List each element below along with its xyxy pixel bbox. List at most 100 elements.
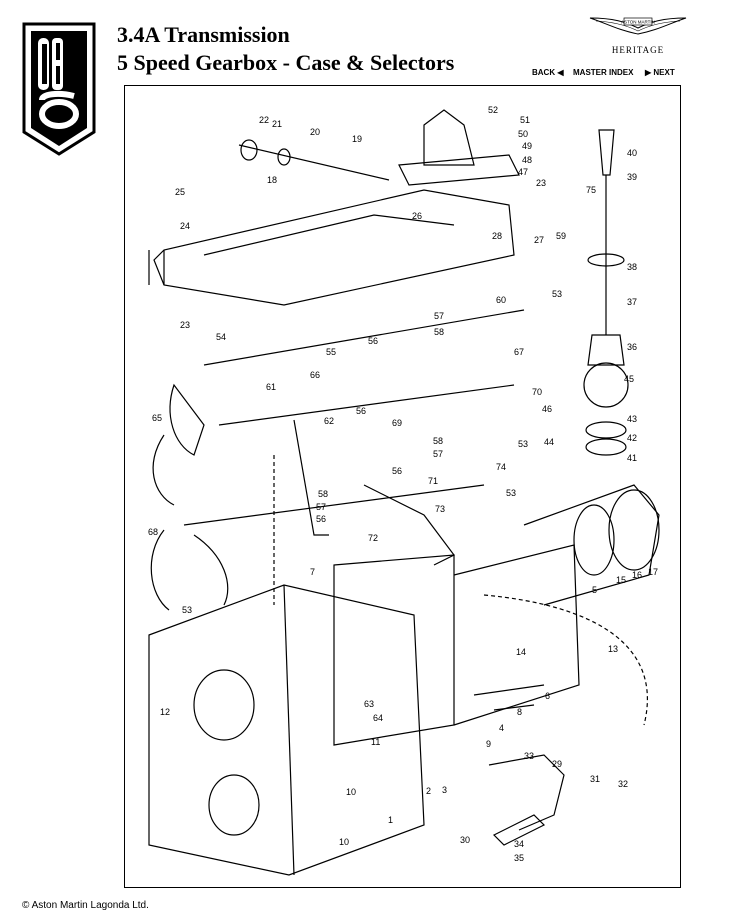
part-number-label: 2 <box>426 786 431 796</box>
brand-heritage: HERITAGE <box>611 45 665 55</box>
part-number-label: 63 <box>364 699 374 709</box>
nav-back-link[interactable]: BACK ◀ <box>532 68 564 77</box>
part-number-label: 16 <box>632 570 642 580</box>
triangle-left-icon: ◀ <box>557 68 564 77</box>
copyright-notice: © Aston Martin Lagonda Ltd. <box>22 900 149 911</box>
part-number-label: 38 <box>627 262 637 272</box>
part-number-label: 57 <box>434 311 444 321</box>
part-number-label: 7 <box>310 567 315 577</box>
part-number-label: 51 <box>520 115 530 125</box>
nav-next-link[interactable]: ▶ NEXT <box>645 68 675 77</box>
part-number-label: 36 <box>627 342 637 352</box>
part-number-label: 72 <box>368 533 378 543</box>
part-number-label: 47 <box>518 167 528 177</box>
part-number-label: 58 <box>433 436 443 446</box>
part-number-label: 42 <box>627 433 637 443</box>
part-number-label: 19 <box>352 134 362 144</box>
part-number-label: 8 <box>517 707 522 717</box>
part-number-label: 56 <box>356 406 366 416</box>
part-number-label: 31 <box>590 774 600 784</box>
part-number-label: 49 <box>522 141 532 151</box>
part-number-label: 53 <box>506 488 516 498</box>
part-number-label: 26 <box>412 211 422 221</box>
part-number-label: 65 <box>152 413 162 423</box>
part-number-label: 54 <box>216 332 226 342</box>
part-number-label: 17 <box>648 567 658 577</box>
part-number-label: 12 <box>160 707 170 717</box>
part-number-label: 40 <box>627 148 637 158</box>
part-number-label: 25 <box>175 187 185 197</box>
part-number-label: 28 <box>492 231 502 241</box>
triangle-right-icon: ▶ <box>645 68 652 77</box>
nav-master-index-link[interactable]: MASTER INDEX <box>573 68 634 77</box>
part-number-label: 56 <box>392 466 402 476</box>
part-number-label: 45 <box>624 374 634 384</box>
part-number-label: 6 <box>545 691 550 701</box>
part-number-label: 58 <box>318 489 328 499</box>
part-number-label: 70 <box>532 387 542 397</box>
part-number-label: 61 <box>266 382 276 392</box>
part-number-label: 35 <box>514 853 524 863</box>
part-number-label: 53 <box>518 439 528 449</box>
part-number-label: 64 <box>373 713 383 723</box>
part-number-label: 53 <box>182 605 192 615</box>
part-number-label: 57 <box>316 502 326 512</box>
part-number-label: 32 <box>618 779 628 789</box>
part-number-label: 56 <box>316 514 326 524</box>
page-subtitle: 5 Speed Gearbox - Case & Selectors <box>117 50 455 75</box>
part-number-label: 73 <box>435 504 445 514</box>
part-number-label: 69 <box>392 418 402 428</box>
part-number-label: 75 <box>586 185 596 195</box>
part-number-label: 23 <box>180 320 190 330</box>
part-number-label: 14 <box>516 647 526 657</box>
part-number-label: 41 <box>627 453 637 463</box>
part-number-label: 53 <box>552 289 562 299</box>
part-number-label: 10 <box>339 837 349 847</box>
part-number-label: 55 <box>326 347 336 357</box>
part-number-label: 20 <box>310 127 320 137</box>
part-number-label: 4 <box>499 723 504 733</box>
part-number-label: 21 <box>272 119 282 129</box>
aston-martin-wings-logo: ASTON MARTIN <box>589 17 687 35</box>
part-number-label: 44 <box>544 437 554 447</box>
part-number-label: 60 <box>496 295 506 305</box>
part-number-label: 46 <box>542 404 552 414</box>
part-number-label: 18 <box>267 175 277 185</box>
part-number-label: 59 <box>556 231 566 241</box>
part-number-label: 48 <box>522 155 532 165</box>
part-number-label: 24 <box>180 221 190 231</box>
diagram-frame <box>124 85 681 888</box>
part-number-label: 50 <box>518 129 528 139</box>
part-number-label: 27 <box>534 235 544 245</box>
part-number-label: 39 <box>627 172 637 182</box>
brand-name: ASTON MARTIN <box>621 20 655 25</box>
part-number-label: 29 <box>552 759 562 769</box>
part-number-label: 9 <box>486 739 491 749</box>
db6-logo <box>22 22 96 156</box>
part-number-label: 37 <box>627 297 637 307</box>
part-number-label: 74 <box>496 462 506 472</box>
part-number-label: 13 <box>608 644 618 654</box>
part-number-label: 11 <box>371 737 380 747</box>
part-number-label: 5 <box>592 585 597 595</box>
part-number-label: 33 <box>524 751 534 761</box>
part-number-label: 30 <box>460 835 470 845</box>
part-number-label: 57 <box>433 449 443 459</box>
part-number-label: 10 <box>346 787 356 797</box>
part-number-label: 34 <box>514 839 524 849</box>
part-number-label: 23 <box>536 178 546 188</box>
part-number-label: 52 <box>488 105 498 115</box>
part-number-label: 22 <box>259 115 269 125</box>
part-number-label: 71 <box>428 476 438 486</box>
part-number-label: 56 <box>368 336 378 346</box>
part-number-label: 58 <box>434 327 444 337</box>
part-number-label: 62 <box>324 416 334 426</box>
part-number-label: 3 <box>442 785 447 795</box>
part-number-label: 15 <box>616 575 626 585</box>
part-number-label: 66 <box>310 370 320 380</box>
page-title: 3.4A Transmission <box>117 22 290 47</box>
part-number-label: 67 <box>514 347 524 357</box>
part-number-label: 43 <box>627 414 637 424</box>
part-number-label: 68 <box>148 527 158 537</box>
